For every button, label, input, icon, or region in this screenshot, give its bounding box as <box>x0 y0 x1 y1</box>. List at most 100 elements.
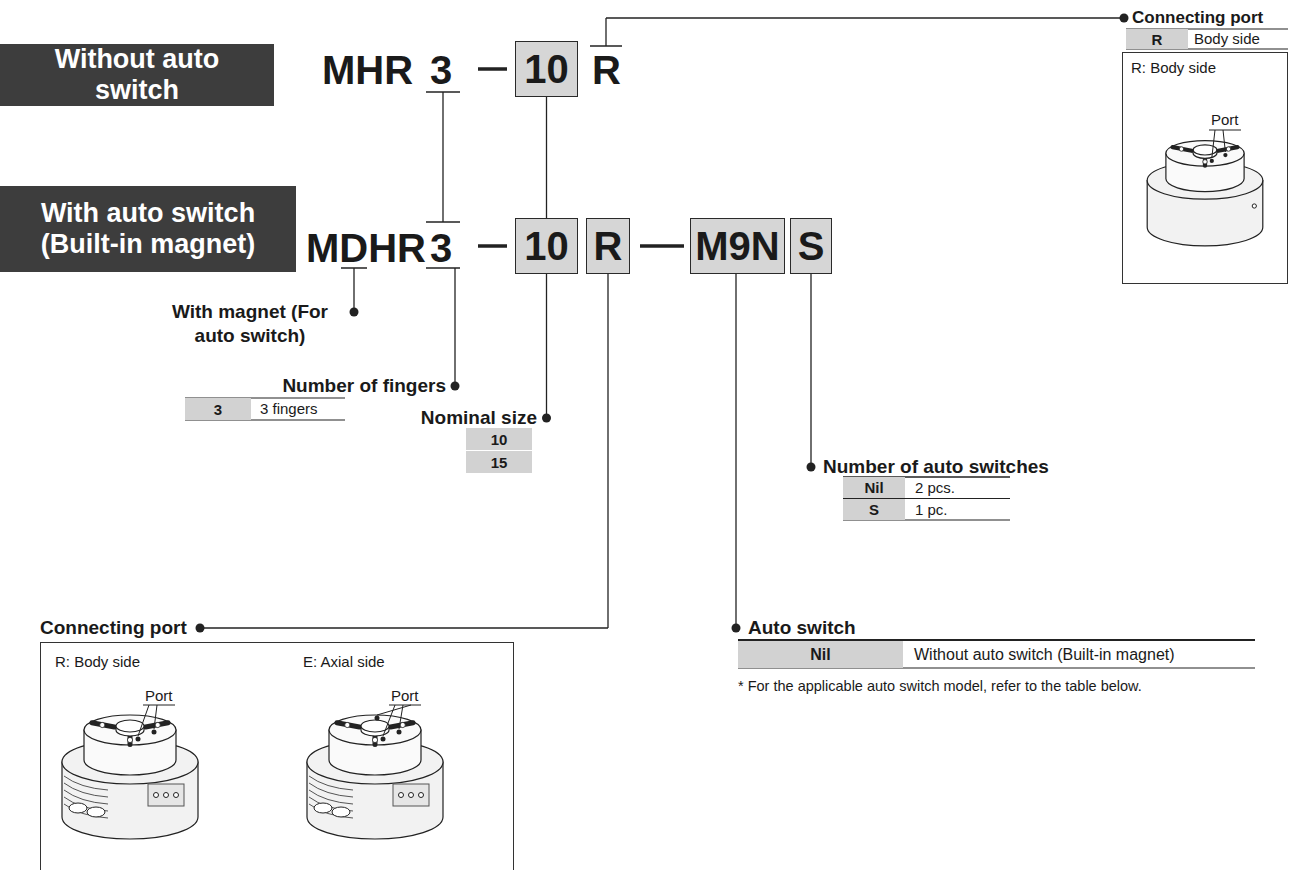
node-text: 3 <box>214 401 222 418</box>
port-leader <box>1223 130 1225 152</box>
port-underline <box>143 705 175 706</box>
node-text: 15 <box>491 454 508 471</box>
figure-caption: E: Axial side <box>303 653 385 670</box>
finger-screw <box>1226 147 1230 151</box>
groove-line <box>64 783 108 797</box>
finger-slot <box>92 723 115 727</box>
table-key-cell: Nil <box>843 477 905 498</box>
mount-hole <box>174 793 179 798</box>
finger-screw <box>400 722 405 727</box>
leader-dot <box>196 624 205 633</box>
gripper-illustration <box>1147 141 1263 246</box>
code-letter: R <box>592 50 621 90</box>
code-box: R <box>586 218 630 274</box>
leader-line <box>607 274 608 628</box>
finger-screw <box>100 722 105 727</box>
leader-dot <box>732 624 741 633</box>
slot <box>69 803 87 813</box>
model-prefix: MDHR <box>306 228 426 268</box>
finger-screw <box>127 737 132 742</box>
port-hole <box>375 716 380 721</box>
table-cell: Body side <box>1194 29 1260 49</box>
node-text: S <box>869 501 879 518</box>
code-box: 10 <box>515 41 578 97</box>
port-leader <box>154 705 157 729</box>
finger-screw <box>155 722 160 727</box>
port-hole <box>152 730 157 735</box>
groove-line <box>309 783 353 797</box>
groove-line <box>309 804 353 818</box>
field-heading: Number of fingers <box>282 375 446 397</box>
slot <box>314 803 332 813</box>
node-text: M9N <box>695 224 779 269</box>
node-text: S <box>798 224 825 269</box>
port-leader <box>138 705 149 736</box>
code-box: M9N <box>690 218 785 274</box>
node-text: R <box>1152 31 1163 48</box>
port-leader <box>377 705 411 715</box>
finger-slot <box>1218 147 1237 151</box>
leader-dot <box>807 463 816 472</box>
node-text: Nil <box>864 479 883 496</box>
code-link-line <box>546 97 547 218</box>
figure-caption: Port <box>391 687 419 704</box>
node-text: Without auto switch <box>10 44 264 106</box>
leader-line <box>454 268 455 386</box>
figure-caption: Port <box>1211 111 1239 128</box>
code-box: 10 <box>515 218 578 274</box>
field-heading: Auto switch <box>748 617 856 639</box>
port-figure-frame: R: Body sidePort <box>1122 52 1288 284</box>
finger-screw <box>345 722 350 727</box>
footnote: * For the applicable auto switch model, … <box>738 676 1258 696</box>
table-key-cell: S <box>843 499 905 520</box>
leader-line <box>605 18 606 46</box>
finger-slot <box>1203 158 1207 165</box>
port-underline <box>1209 130 1241 131</box>
table-cell: 1 pc. <box>915 499 948 520</box>
model-prefix: MHR <box>322 50 413 90</box>
port-hole <box>381 737 386 742</box>
figure-caption: R: Body side <box>1131 59 1216 76</box>
code-hyphen <box>640 244 684 248</box>
table-cell: 2 pcs. <box>915 477 955 498</box>
finger-screw <box>1179 147 1183 151</box>
finger-slot <box>373 736 378 745</box>
mount-hole <box>164 793 169 798</box>
node-text: 10 <box>524 47 569 92</box>
mount-face <box>393 784 429 806</box>
slot <box>87 807 105 817</box>
port-hole <box>1223 153 1227 157</box>
node-text: R <box>594 224 623 269</box>
slot <box>332 807 350 817</box>
gripper-illustration <box>307 715 443 839</box>
code-box: S <box>790 218 832 274</box>
node-text: With auto switch (Built-in magnet) <box>10 198 286 260</box>
groove-line <box>64 804 108 818</box>
mount-face <box>148 784 184 806</box>
leader-dot <box>350 308 359 317</box>
port-hole <box>1210 159 1214 163</box>
leader-line <box>353 268 354 312</box>
mount-hole <box>399 793 404 798</box>
field-heading: Connecting port <box>40 617 187 639</box>
leader-line <box>810 274 811 467</box>
leader-dot <box>1120 14 1129 23</box>
groove-line <box>309 790 353 804</box>
port-figure-frame: R: Body sidePortE: Axial sidePort <box>40 642 514 870</box>
leader-dot <box>451 382 460 391</box>
leader-line <box>442 92 443 222</box>
leader-line <box>606 17 1124 18</box>
finger-slot <box>146 723 169 727</box>
table-key-cell: Nil <box>738 641 903 668</box>
figure-caption: Port <box>145 687 173 704</box>
field-heading: With magnet (For auto switch) <box>150 300 350 348</box>
node-text: Nil <box>810 646 830 664</box>
cylinder-top <box>329 715 421 745</box>
port-leader <box>1212 130 1215 158</box>
code-digit: 3 <box>430 228 452 268</box>
port-hole <box>136 737 141 742</box>
table-key-cell: 3 <box>185 398 251 420</box>
groove-line <box>64 776 108 790</box>
